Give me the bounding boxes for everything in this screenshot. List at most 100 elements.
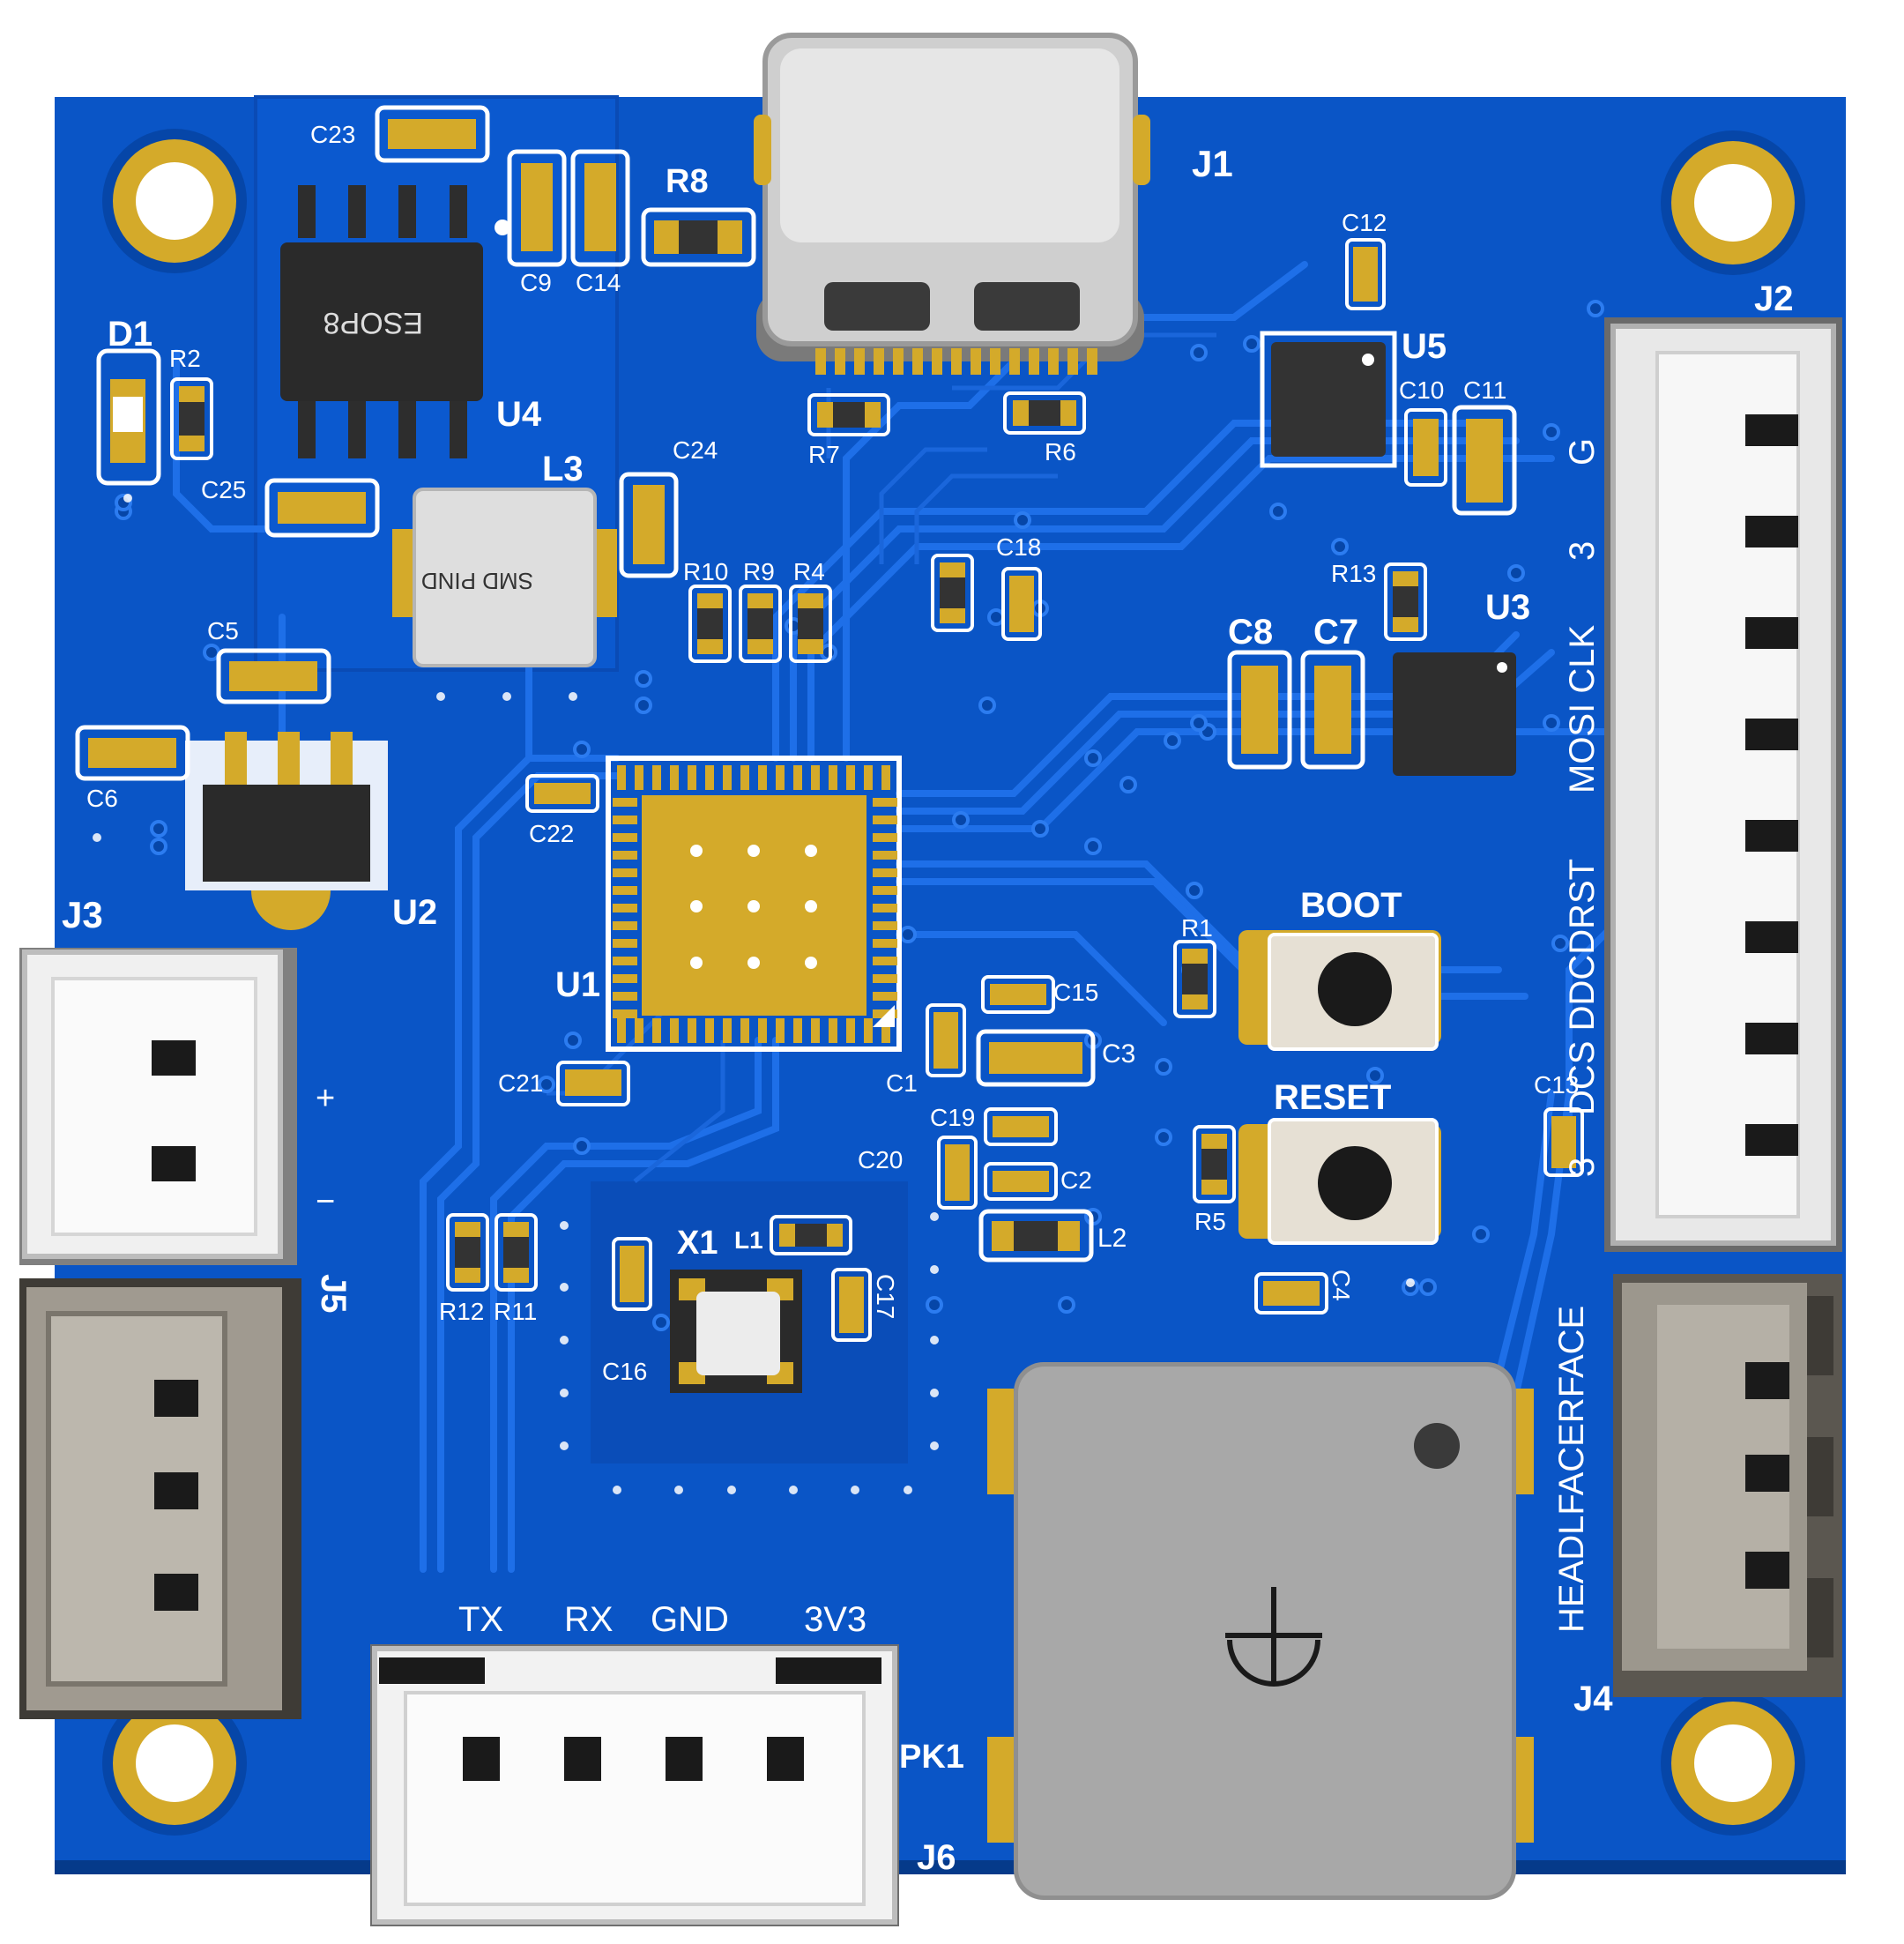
label-r7: R7 [808,441,840,468]
c20-cap [937,1136,978,1210]
label-c24: C24 [673,436,718,464]
c13-cap [1543,1107,1584,1177]
mounting-hole-tl [102,129,247,273]
label-c19: C19 [930,1104,975,1131]
u4-chip-marking: ESOP8 [324,306,423,339]
r9-res [739,585,782,663]
label-c5: C5 [207,617,239,644]
connector-j5[interactable] [19,1278,301,1719]
label-c13: C13 [1534,1071,1579,1099]
mcu-u1 [606,756,902,1052]
r11-res [495,1213,538,1292]
c3-cap [976,1029,1096,1087]
chip-u3 [1393,652,1516,776]
label-r2: R2 [169,345,201,372]
r13-res [1384,562,1427,641]
crystal-x1 [670,1270,802,1393]
c14-cap [570,149,630,267]
mounting-hole-br [1661,1691,1805,1836]
c24-cap [619,472,679,578]
inductor-l3 [392,488,617,667]
label-c20: C20 [858,1146,903,1173]
c10-cap [1404,408,1447,487]
c15-cap [981,975,1055,1014]
silkscreen: J1 J2 J3 J4 J5 J6 U1 U2 U3 U4 U5 D1 L1 L… [62,121,1794,1877]
label-x1: X1 [677,1225,718,1262]
j6-3v3-label: 3V3 [804,1600,866,1639]
r6-res [1003,391,1086,435]
label-r1: R1 [1181,914,1213,942]
label-l3: L3 [542,450,584,488]
r12-res [446,1213,489,1292]
c7-cap [1300,650,1365,770]
led-d1 [96,348,161,486]
label-c3: C3 [1102,1039,1135,1069]
c8-cap [1227,650,1292,770]
label-c1: C1 [886,1069,918,1097]
usb-c-connector-j1[interactable] [754,33,1150,375]
sensor-u5 [1260,331,1397,468]
label-r4: R4 [793,558,825,585]
label-u3: U3 [1485,588,1530,627]
j3-plus-label: + [316,1080,335,1117]
c19-cap [984,1107,1058,1146]
label-j4: J4 [1573,1680,1613,1718]
j2-dcs-ddcdrst-label: DCS DDCDRST [1563,859,1602,1115]
label-c7: C7 [1313,613,1358,652]
label-j6: J6 [917,1838,956,1877]
label-u4: U4 [496,395,542,434]
j6-tx-label: TX [458,1600,503,1639]
connector-j3[interactable] [19,948,297,1265]
j2-g-label: G [1563,438,1602,466]
label-c9: C9 [520,269,552,296]
label-j3: J3 [62,894,103,935]
label-j1: J1 [1192,143,1233,184]
label-c6: C6 [86,785,118,812]
label-c12: C12 [1342,209,1387,236]
l1-ind [770,1215,852,1255]
connector-j2[interactable] [1604,317,1842,1252]
label-d1: D1 [108,315,152,354]
c9-cap [507,149,567,267]
label-u5: U5 [1402,327,1447,366]
reset-label: RESET [1274,1078,1391,1117]
label-r10: R10 [683,558,728,585]
c25-cap [264,478,380,538]
c12-cap [1345,238,1386,310]
label-l1: L1 [734,1226,763,1254]
label-c11: C11 [1463,376,1506,404]
reset-button[interactable] [1238,1118,1441,1245]
label-r9: R9 [743,558,775,585]
label-r8: R8 [666,163,709,200]
boot-button[interactable] [1238,930,1441,1051]
boot-label: BOOT [1300,886,1402,925]
j3-minus-label: − [316,1183,335,1220]
j2-3-bottom-label: 3 [1563,1158,1602,1177]
label-c2: C2 [1060,1166,1092,1194]
label-l2: L2 [1097,1224,1127,1253]
c21-cap [556,1061,630,1106]
c6-cap [75,725,190,781]
label-c8: C8 [1228,613,1273,652]
c18-cap [1001,567,1042,641]
label-c25: C25 [201,476,246,503]
regulator-u4 [280,185,510,458]
c17-cap [831,1268,872,1342]
r7-res [807,393,890,436]
label-c4: C4 [1328,1270,1355,1301]
label-j2: J2 [1754,279,1794,318]
r3-res [931,554,974,632]
mounting-hole-tr [1661,130,1805,275]
connector-j6[interactable] [370,1644,899,1926]
c16-cap [612,1237,652,1311]
label-c18: C18 [996,533,1041,561]
connector-j4[interactable] [1613,1274,1842,1697]
label-r6: R6 [1045,438,1076,466]
r1-res [1173,940,1216,1018]
label-c14: C14 [576,269,621,296]
label-r5: R5 [1194,1208,1226,1235]
r5-res [1193,1125,1236,1203]
label-c22: C22 [529,820,574,847]
label-u2: U2 [392,893,437,932]
